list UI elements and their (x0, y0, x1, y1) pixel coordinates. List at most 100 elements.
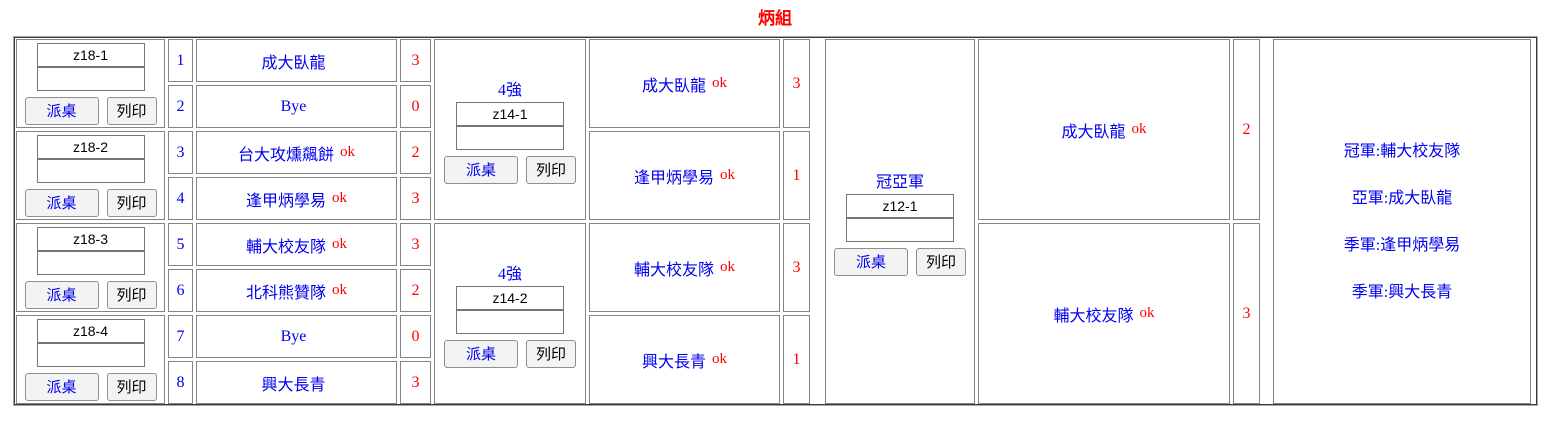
team-cell: Bye (196, 85, 397, 128)
team-name: 逢甲炳學易 (633, 169, 714, 187)
standings-box: 冠軍:輔大校友隊 亞軍:成大臥龍 季軍:逢甲炳學易 季軍:興大長青 (1273, 39, 1531, 404)
print-button[interactable]: 列印 (106, 96, 157, 125)
assign-table-button[interactable]: 派桌 (24, 188, 99, 217)
team-cell: 興大長青 (196, 361, 397, 404)
match-id-input[interactable] (456, 285, 564, 310)
match-id-input[interactable] (36, 318, 145, 343)
round1-match-control-1: 派桌 列印 (16, 39, 165, 128)
seed-number: 3 (168, 131, 193, 174)
match-result-input[interactable] (36, 342, 145, 367)
standings-column: 冠軍:輔大校友隊 亞軍:成大臥龍 季軍:逢甲炳學易 季軍:興大長青 (1273, 39, 1531, 404)
ok-flag: ok (720, 167, 735, 183)
match-id-input[interactable] (36, 226, 145, 251)
score-cell: 3 (783, 39, 810, 128)
ok-flag: ok (712, 75, 727, 91)
team-cell: 成大臥龍 ok (978, 39, 1230, 220)
team-name: Bye (280, 327, 307, 345)
score-cell: 0 (400, 315, 431, 358)
ok-flag: ok (332, 190, 347, 206)
match-id-input[interactable] (456, 101, 564, 126)
control-buttons: 派桌 列印 (834, 247, 966, 276)
final-teams-column: 成大臥龍 ok 輔大校友隊 ok (978, 39, 1230, 404)
standing-champion: 冠軍:輔大校友隊 (1343, 142, 1461, 160)
control-buttons: 派桌 列印 (24, 372, 157, 401)
team-cell: 成大臥龍 (196, 39, 397, 82)
team-name: 輔大校友隊 (1053, 307, 1134, 325)
print-button[interactable]: 列印 (916, 247, 966, 276)
round1-scores-column: 3 0 2 3 3 2 0 3 (400, 39, 431, 404)
standing-third: 季軍:逢甲炳學易 (1343, 236, 1461, 254)
assign-table-button[interactable]: 派桌 (24, 372, 99, 401)
score-cell: 3 (400, 223, 431, 266)
match-result-input[interactable] (456, 125, 564, 150)
ok-flag: ok (712, 351, 727, 367)
seed-number: 5 (168, 223, 193, 266)
round-label: 4強 (497, 81, 522, 99)
team-cell: 輔大校友隊 ok (589, 223, 780, 312)
match-result-input[interactable] (36, 66, 145, 91)
team-name: 輔大校友隊 (633, 261, 714, 279)
seed-number: 4 (168, 177, 193, 220)
team-name: 成大臥龍 (261, 54, 326, 72)
score-cell: 3 (1233, 223, 1260, 404)
print-button[interactable]: 列印 (106, 372, 157, 401)
match-result-input[interactable] (846, 217, 954, 242)
final-match-control: 冠亞軍 派桌 列印 (825, 39, 975, 404)
print-button[interactable]: 列印 (106, 188, 157, 217)
semifinal-match-control-2: 4強 派桌 列印 (434, 223, 586, 404)
control-buttons: 派桌 列印 (24, 188, 157, 217)
match-result-input[interactable] (36, 250, 145, 275)
assign-table-button[interactable]: 派桌 (834, 247, 908, 276)
ok-flag: ok (332, 282, 347, 298)
match-result-input[interactable] (456, 309, 564, 334)
score-cell: 3 (783, 223, 810, 312)
team-name: Bye (280, 97, 307, 115)
team-cell: 輔大校友隊 ok (978, 223, 1230, 404)
final-scores-column: 2 3 (1233, 39, 1260, 404)
standing-runner-up: 亞軍:成大臥龍 (1351, 189, 1453, 207)
match-id-input[interactable] (36, 42, 145, 67)
seed-number: 1 (168, 39, 193, 82)
print-button[interactable]: 列印 (526, 339, 576, 368)
match-result-input[interactable] (36, 158, 145, 183)
assign-table-button[interactable]: 派桌 (444, 339, 518, 368)
seed-number: 8 (168, 361, 193, 404)
ok-flag: ok (1131, 121, 1147, 137)
assign-table-button[interactable]: 派桌 (24, 96, 99, 125)
final-control-column: 冠亞軍 派桌 列印 (825, 39, 975, 404)
ok-flag: ok (720, 259, 735, 275)
page-title: 炳組 (758, 9, 792, 28)
round1-match-control-4: 派桌 列印 (16, 315, 165, 404)
control-buttons: 派桌 列印 (24, 96, 157, 125)
score-cell: 3 (400, 361, 431, 404)
ok-flag: ok (1139, 305, 1155, 321)
assign-table-button[interactable]: 派桌 (24, 280, 99, 309)
team-name: 輔大校友隊 (245, 238, 326, 256)
print-button[interactable]: 列印 (526, 155, 576, 184)
score-cell: 3 (400, 177, 431, 220)
semifinal-match-control-1: 4強 派桌 列印 (434, 39, 586, 220)
team-name: 成大臥龍 (1061, 123, 1126, 141)
score-cell: 3 (400, 39, 431, 82)
round-label: 4強 (497, 265, 522, 283)
print-button[interactable]: 列印 (106, 280, 157, 309)
score-cell: 1 (783, 131, 810, 220)
team-cell: Bye (196, 315, 397, 358)
score-cell: 1 (783, 315, 810, 404)
control-buttons: 派桌 列印 (444, 155, 576, 184)
standing-third: 季軍:興大長青 (1351, 283, 1453, 301)
assign-table-button[interactable]: 派桌 (444, 155, 518, 184)
match-id-input[interactable] (846, 193, 954, 218)
match-id-input[interactable] (36, 134, 145, 159)
round1-match-control-3: 派桌 列印 (16, 223, 165, 312)
round-label: 冠亞軍 (875, 173, 924, 191)
control-buttons: 派桌 列印 (24, 280, 157, 309)
